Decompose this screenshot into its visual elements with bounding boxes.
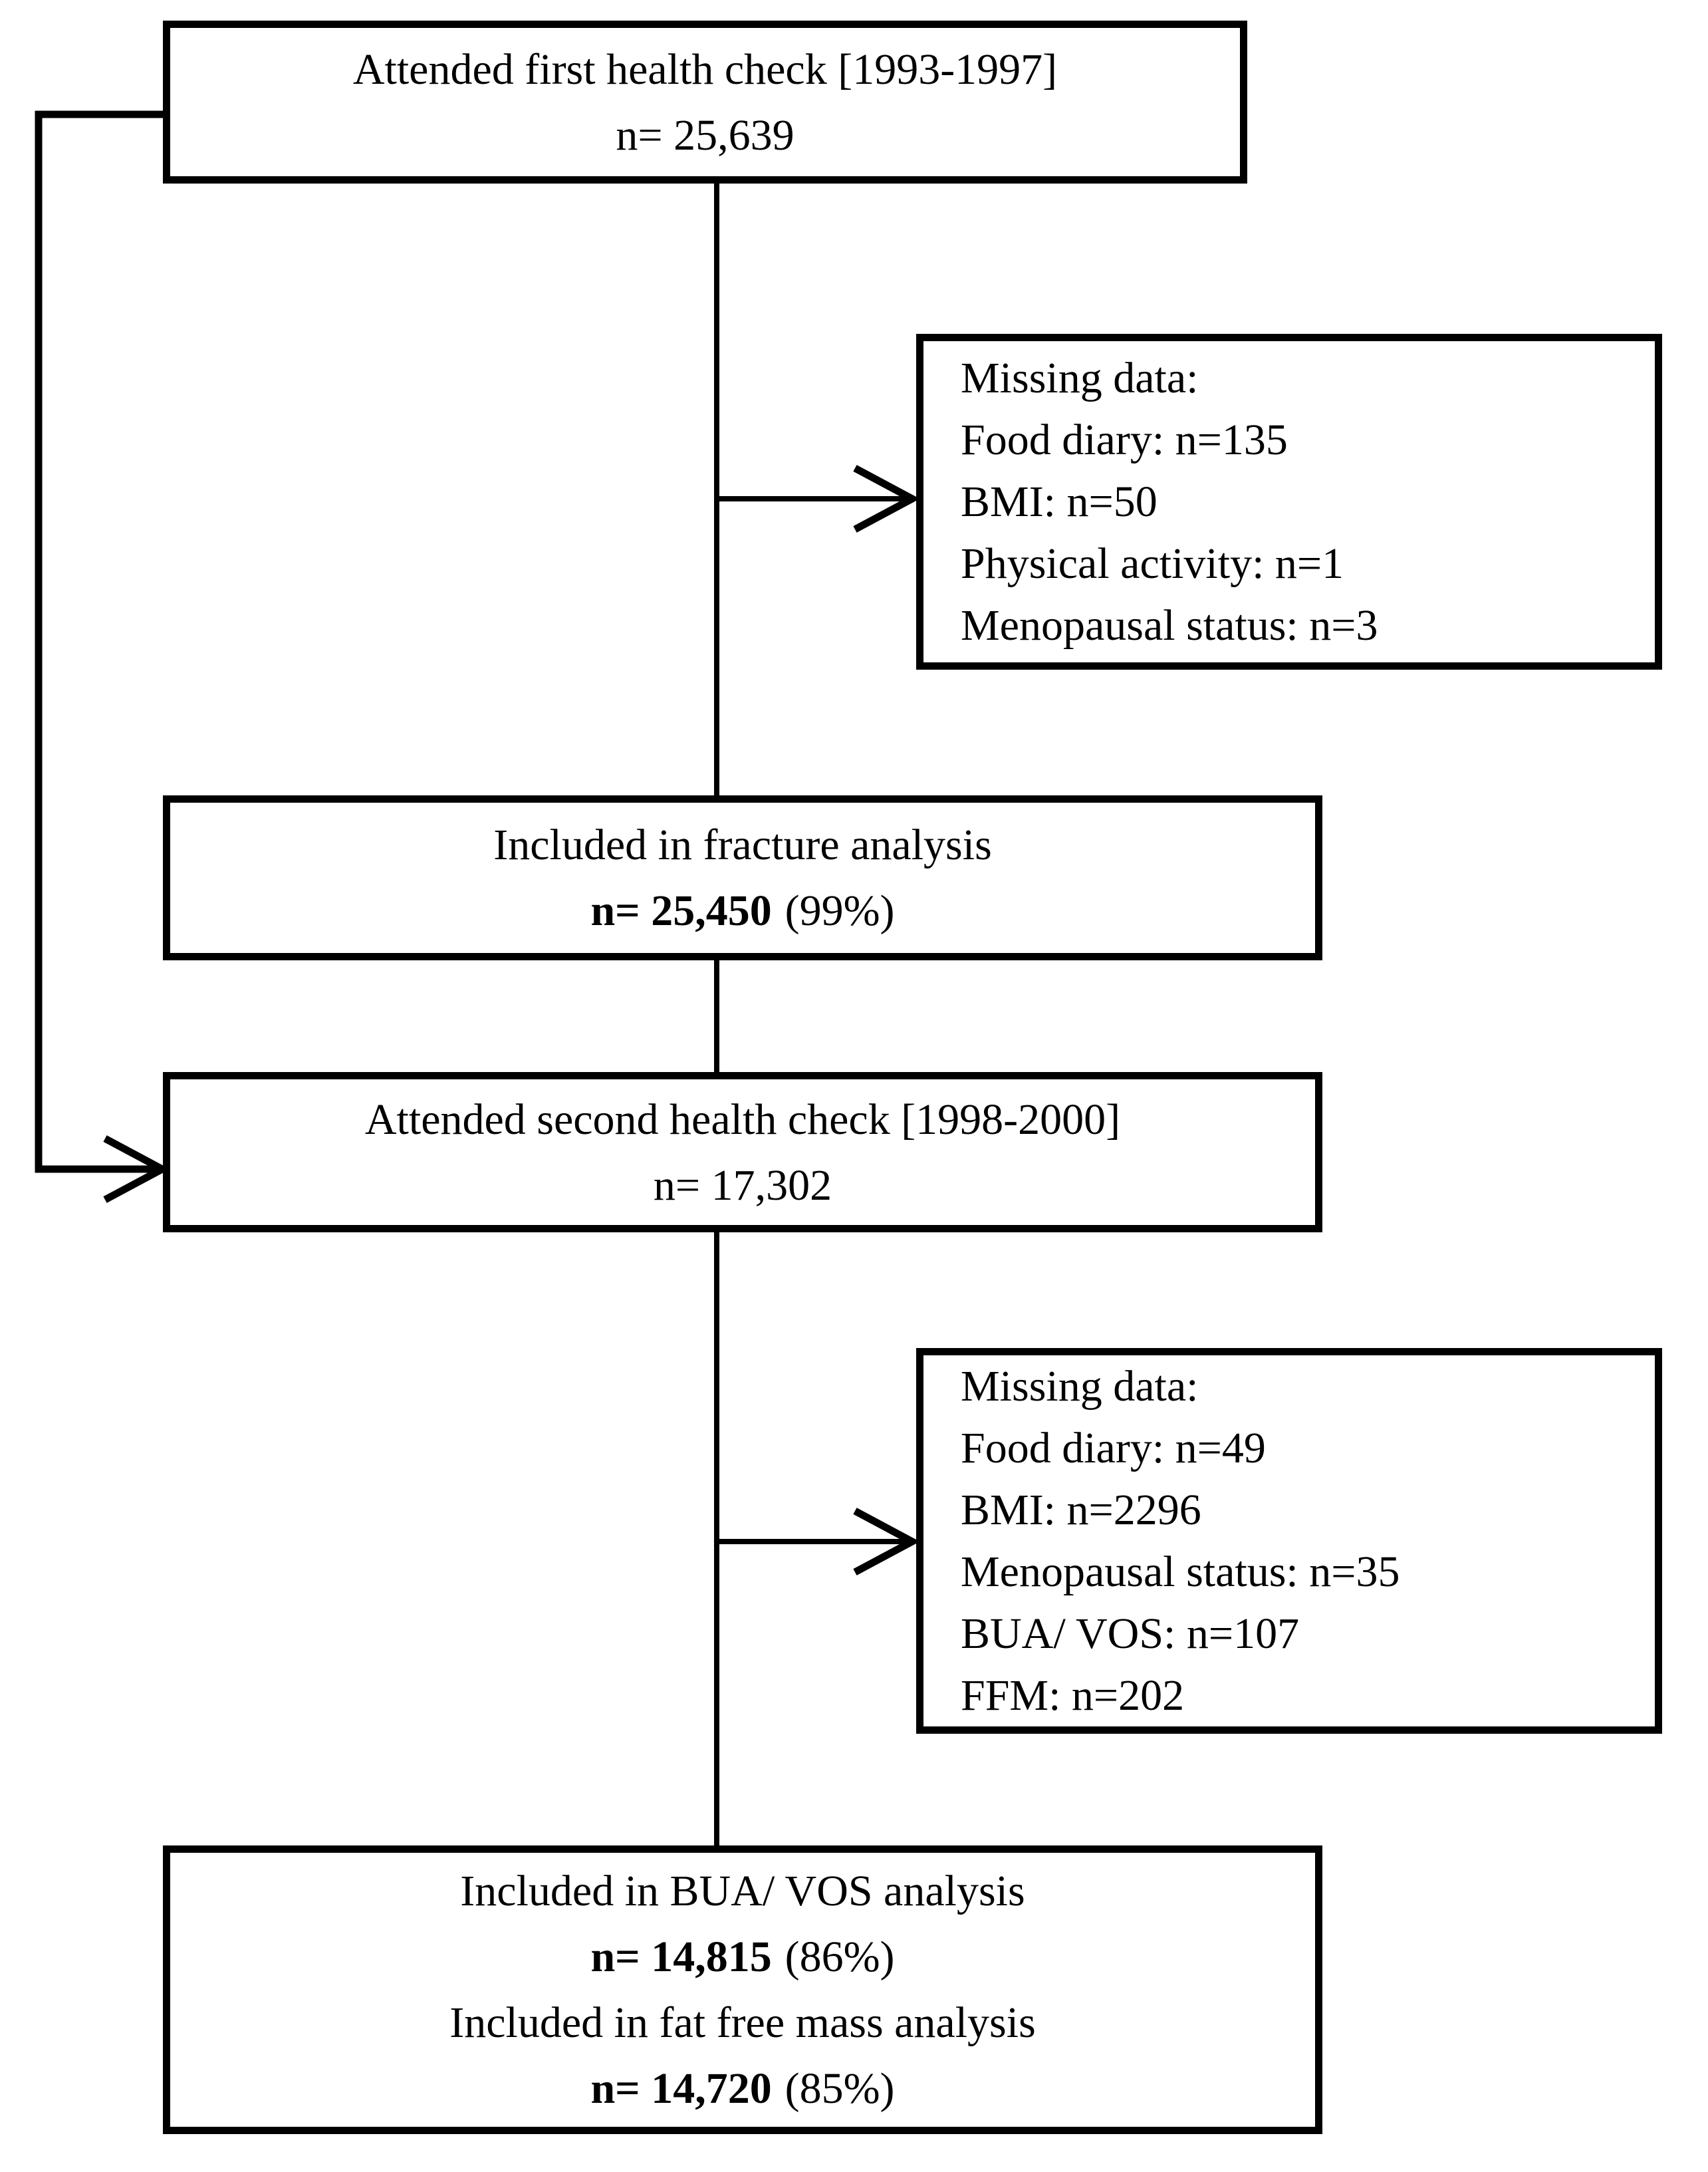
box-first-health-check: Attended first health check [1993-1997] … xyxy=(163,21,1247,184)
missing2-item-bua-vos: BUA/ VOS: n=107 xyxy=(961,1609,1300,1658)
final-bua-n-line: n= 14,815 (86%) xyxy=(590,1924,894,1990)
box-included-analysis: Included in BUA/ VOS analysis n= 14,815 (… xyxy=(163,1845,1322,2134)
final-ffm-title: Included in fat free mass analysis xyxy=(449,1998,1036,2047)
first-check-title: Attended first health check [1993-1997] xyxy=(352,45,1058,94)
box-missing-data-1: Missing data: Food diary: n=135 BMI: n=5… xyxy=(916,334,1662,670)
missing1-item-bmi: BMI: n=50 xyxy=(961,477,1158,526)
final-bua-pct: (86%) xyxy=(785,1933,895,1981)
first-check-n: n= 25,639 xyxy=(616,110,794,160)
missing2-item-menopausal-status: Menopausal status: n=35 xyxy=(961,1548,1400,1596)
fracture-n-line: n= 25,450 (99%) xyxy=(590,878,894,944)
missing2-item-ffm: FFM: n=202 xyxy=(961,1671,1185,1720)
final-bua-title: Included in BUA/ VOS analysis xyxy=(460,1867,1025,1915)
missing1-item-physical-activity: Physical activity: n=1 xyxy=(961,539,1344,588)
missing2-item-food-diary: Food diary: n=49 xyxy=(961,1424,1266,1472)
missing1-item-menopausal-status: Menopausal status: n=3 xyxy=(961,601,1378,650)
second-check-n: n= 17,302 xyxy=(653,1160,832,1210)
final-bua-n: n= 14,815 xyxy=(590,1933,772,1981)
missing2-item-bmi: BMI: n=2296 xyxy=(961,1486,1201,1534)
box-fracture-analysis: Included in fracture analysis n= 25,450 (… xyxy=(163,795,1322,960)
fracture-title: Included in fracture analysis xyxy=(493,821,992,869)
fracture-n: n= 25,450 xyxy=(590,886,772,935)
final-ffm-pct: (85%) xyxy=(785,2064,895,2113)
missing2-title: Missing data: xyxy=(961,1362,1199,1411)
arrowhead-missing1 xyxy=(853,465,920,533)
arrowhead-missing2 xyxy=(853,1508,920,1575)
arrowhead-bypass xyxy=(103,1135,170,1203)
fracture-pct: (99%) xyxy=(785,886,895,935)
connector-bypass xyxy=(35,110,163,1173)
box-missing-data-2: Missing data: Food diary: n=49 BMI: n=22… xyxy=(916,1348,1662,1734)
missing1-title: Missing data: xyxy=(961,354,1199,402)
final-ffm-n-line: n= 14,720 (85%) xyxy=(590,2056,894,2121)
final-ffm-n: n= 14,720 xyxy=(590,2064,772,2113)
second-check-title: Attended second health check [1998-2000] xyxy=(364,1095,1121,1144)
missing1-item-food-diary: Food diary: n=135 xyxy=(961,416,1288,464)
box-second-health-check: Attended second health check [1998-2000]… xyxy=(163,1072,1322,1232)
